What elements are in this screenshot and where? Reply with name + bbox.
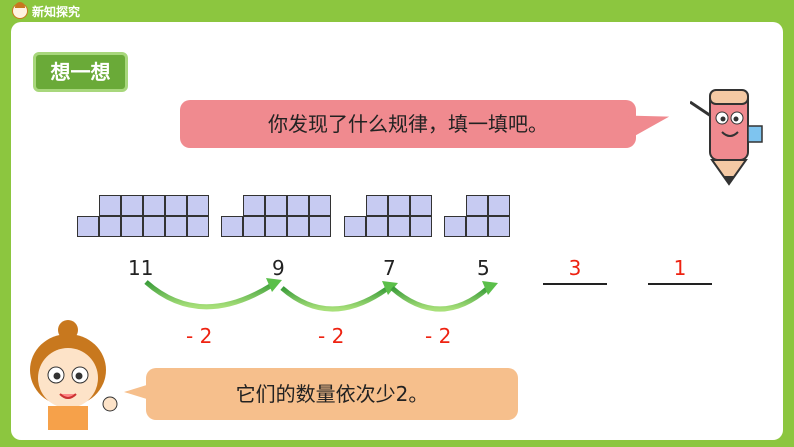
grid-cell — [242, 194, 265, 216]
answer-blank-2[interactable]: 1 — [673, 256, 687, 280]
step-label-3: - 2 — [425, 324, 452, 348]
grid-cell — [98, 194, 121, 216]
block-group-9 — [220, 194, 331, 237]
grid-cell — [142, 215, 165, 237]
grid-cell — [465, 215, 488, 237]
block-group-11 — [76, 194, 209, 237]
grid-gap — [344, 195, 366, 216]
grid-cell — [409, 215, 432, 237]
grid-cell — [220, 215, 243, 237]
step-label-2: - 2 — [318, 324, 345, 348]
grid-cell — [308, 215, 331, 237]
block-group-7 — [343, 194, 432, 237]
grid-cell — [142, 194, 165, 216]
grid-cell — [186, 215, 209, 237]
prompt-bubble: 你发现了什么规律，填一填吧。 — [180, 100, 636, 148]
grid-cell — [98, 215, 121, 237]
answer-underline-1 — [543, 283, 607, 285]
grid-cell — [120, 215, 143, 237]
grid-cell — [487, 215, 510, 237]
grid-cell — [387, 215, 410, 237]
block-group-5 — [443, 194, 510, 237]
grid-cell — [264, 194, 287, 216]
grid-cell — [387, 194, 410, 216]
grid-cell — [164, 194, 187, 216]
grid-cell — [286, 215, 309, 237]
header-bar: 新知探究 — [0, 0, 794, 22]
grid-cell — [409, 194, 432, 216]
conclusion-bubble: 它们的数量依次少2。 — [124, 368, 518, 420]
grid-gap — [221, 195, 243, 216]
grid-gap — [77, 195, 99, 216]
step-label-1: - 2 — [186, 324, 213, 348]
pencil-mascot-icon — [690, 89, 763, 186]
grid-cell — [308, 194, 331, 216]
grid-cell — [264, 215, 287, 237]
girl-mascot-icon — [30, 320, 118, 430]
page-title: 新知探究 — [32, 5, 81, 19]
grid-gap — [444, 195, 466, 216]
grid-cell — [242, 215, 265, 237]
grid-cell — [286, 194, 309, 216]
sequence-number-3: 7 — [383, 256, 396, 280]
think-badge: 想一想 — [33, 52, 128, 92]
grid-cell — [487, 194, 510, 216]
sequence-number-1: 11 — [128, 256, 154, 280]
grid-cell — [186, 194, 209, 216]
answer-blank-1[interactable]: 3 — [568, 256, 582, 280]
teacher-avatar-icon — [12, 2, 28, 19]
answer-underline-2 — [648, 283, 712, 285]
sequence-number-2: 9 — [272, 256, 285, 280]
grid-cell — [365, 194, 388, 216]
grid-cell — [365, 215, 388, 237]
grid-cell — [120, 194, 143, 216]
sequence-number-4: 5 — [477, 256, 490, 280]
grid-cell — [76, 215, 99, 237]
grid-cell — [443, 215, 466, 237]
grid-cell — [343, 215, 366, 237]
grid-cell — [465, 194, 488, 216]
grid-cell — [164, 215, 187, 237]
